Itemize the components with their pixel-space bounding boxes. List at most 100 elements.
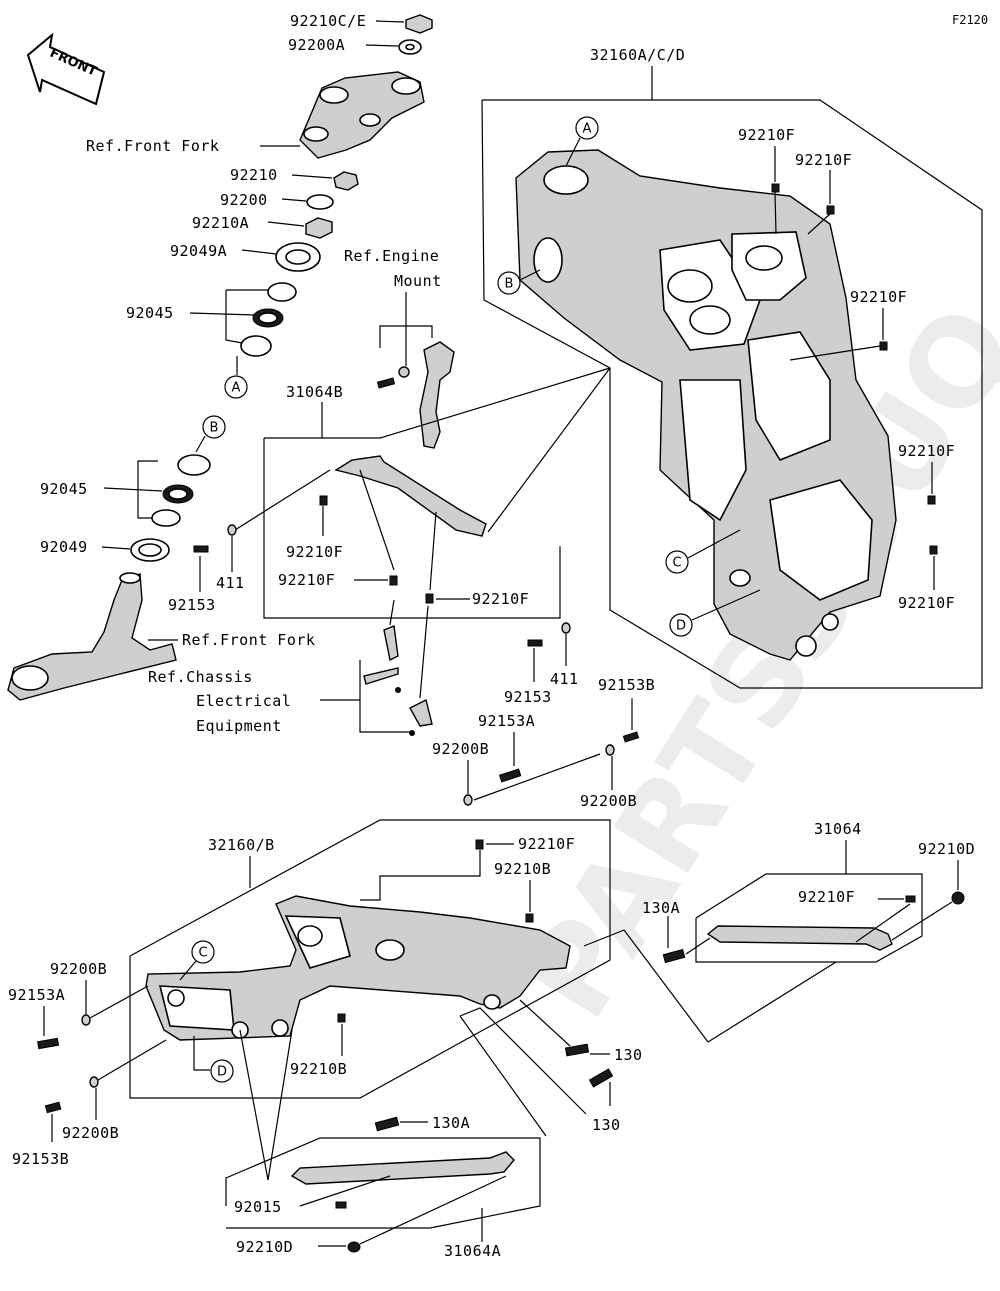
- label-92210b-top: 92210B: [494, 860, 551, 878]
- washer-411-left-icon: [227, 524, 237, 536]
- callout-b-frame-label: B: [505, 277, 514, 292]
- label-92200a: 92200A: [288, 36, 345, 54]
- bolt-92210b-top-icon: [525, 913, 534, 923]
- lower-triple-clamp-icon: [7, 573, 177, 701]
- bolt-92210f-r5-icon: [929, 545, 938, 555]
- callout-a-top: [224, 375, 248, 399]
- mount-bolt-icon: [376, 377, 396, 389]
- label-92200b-right: 92200B: [580, 792, 637, 810]
- front-arrow-icon: FRONT: [26, 32, 106, 106]
- bolt-92153b-bottom-icon: [44, 1101, 62, 1114]
- electrical-bracket-2-icon: [363, 667, 399, 685]
- label-electrical: Electrical: [196, 692, 291, 710]
- bolt-130a-low-icon: [374, 1116, 400, 1132]
- callout-c-frame: [665, 550, 689, 574]
- washer-92200-icon: [306, 194, 334, 210]
- label-130-a: 130: [614, 1046, 643, 1064]
- label-ref-front-fork-top: Ref.Front Fork: [86, 137, 219, 155]
- callout-d-frame: [669, 613, 693, 637]
- figure-code: F2120: [952, 13, 988, 27]
- label-92045-mid: 92045: [40, 480, 88, 498]
- bearing-upper-race2-icon: [240, 335, 272, 357]
- label-ref-engine: Ref.Engine: [344, 247, 439, 265]
- bolt-92210f-r1-icon: [771, 183, 780, 193]
- washer-411-mid-icon: [561, 622, 571, 634]
- rear-frame-32160b-icon: [145, 895, 571, 1041]
- label-92210f-c: 92210F: [472, 590, 529, 608]
- label-92210b-bottom: 92210B: [290, 1060, 347, 1078]
- label-92210d-low: 92210D: [236, 1238, 293, 1256]
- label-92200b-bottom: 92200B: [62, 1124, 119, 1142]
- label-92210d-right: 92210D: [918, 840, 975, 858]
- bolt-92210f-r4-icon: [927, 495, 936, 505]
- callout-c-sub-label: C: [198, 946, 207, 961]
- label-411-mid: 411: [550, 670, 579, 688]
- engine-mount-bracket-icon: [419, 341, 455, 449]
- label-92153b-top: 92153B: [598, 676, 655, 694]
- washer-92200b-top-icon: [463, 794, 473, 806]
- label-92210f-r3: 92210F: [850, 288, 907, 306]
- label-mount: Mount: [394, 272, 442, 290]
- label-92210f-b: 92210F: [278, 571, 335, 589]
- callout-a-top-label: A: [232, 381, 241, 396]
- label-ref-chassis: Ref.Chassis: [148, 668, 253, 686]
- label-equipment: Equipment: [196, 717, 282, 735]
- bolt-130a-right-icon: [662, 948, 686, 964]
- bearing-lower-race-icon: [177, 454, 211, 476]
- bearing-lower-race2-icon: [151, 509, 181, 527]
- label-32160b: 32160/B: [208, 836, 275, 854]
- washer-92200b-right-icon: [605, 744, 615, 756]
- callout-b-frame: [497, 271, 521, 295]
- label-92153a-top: 92153A: [478, 712, 535, 730]
- nut-92210d-right-icon: [951, 891, 965, 905]
- label-92153a-left: 92153A: [8, 986, 65, 1004]
- strut-31064-icon: [706, 925, 893, 951]
- label-92210f-a: 92210F: [286, 543, 343, 561]
- label-92049: 92049: [40, 538, 88, 556]
- callout-b-top: [202, 415, 226, 439]
- label-31064: 31064: [814, 820, 862, 838]
- callout-d-frame-label: D: [676, 619, 686, 634]
- label-31064a: 31064A: [444, 1242, 501, 1260]
- label-92210f-right: 92210F: [798, 888, 855, 906]
- label-31064b: 31064B: [286, 383, 343, 401]
- strut-31064a-icon: [290, 1151, 515, 1185]
- label-92210f-r1: 92210F: [738, 126, 795, 144]
- nut-92210d-low-icon: [347, 1241, 361, 1253]
- washer-92200b-bottom-icon: [89, 1076, 99, 1088]
- nut-92210ce-icon: [405, 14, 433, 34]
- nut-92210a-icon: [305, 217, 333, 239]
- bolt-92210f-c-icon: [425, 593, 434, 604]
- callout-c-sub: [191, 940, 215, 964]
- label-92153b-bottom: 92153B: [12, 1150, 69, 1168]
- label-92210f-r5: 92210F: [898, 594, 955, 612]
- bolt-92210f-b-icon: [389, 575, 398, 586]
- callout-b-top-label: B: [210, 421, 219, 436]
- bolt-92153a-top-icon: [498, 768, 522, 783]
- label-92210f-r2: 92210F: [795, 151, 852, 169]
- electrical-bracket-1-icon: [383, 625, 399, 662]
- label-130a-low: 130A: [432, 1114, 470, 1132]
- steering-stem-parts: A B: [7, 14, 433, 701]
- label-92200b-top: 92200B: [432, 740, 489, 758]
- label-92210: 92210: [230, 166, 278, 184]
- bolt-92210f-a-icon: [319, 495, 328, 506]
- washer-92200b-left-icon: [81, 1014, 91, 1026]
- label-92210a: 92210A: [192, 214, 249, 232]
- bolt-92210f-sub-icon: [475, 839, 484, 850]
- label-92210f-r4: 92210F: [898, 442, 955, 460]
- label-92200b-left: 92200B: [50, 960, 107, 978]
- callout-c-frame-label: C: [672, 556, 681, 571]
- label-92210f-sub: 92210F: [518, 835, 575, 853]
- label-32160acd: 32160A/C/D: [590, 46, 685, 64]
- mount-washer-icon: [398, 366, 410, 378]
- callout-d-sub-label: D: [217, 1065, 227, 1080]
- bolt-130-b-icon: [588, 1068, 614, 1088]
- callout-a-frame-label: A: [583, 122, 592, 137]
- label-92200: 92200: [220, 191, 268, 209]
- label-411-left: 411: [216, 574, 245, 592]
- main-frame-32160-icon: [515, 149, 897, 661]
- label-92045-top: 92045: [126, 304, 174, 322]
